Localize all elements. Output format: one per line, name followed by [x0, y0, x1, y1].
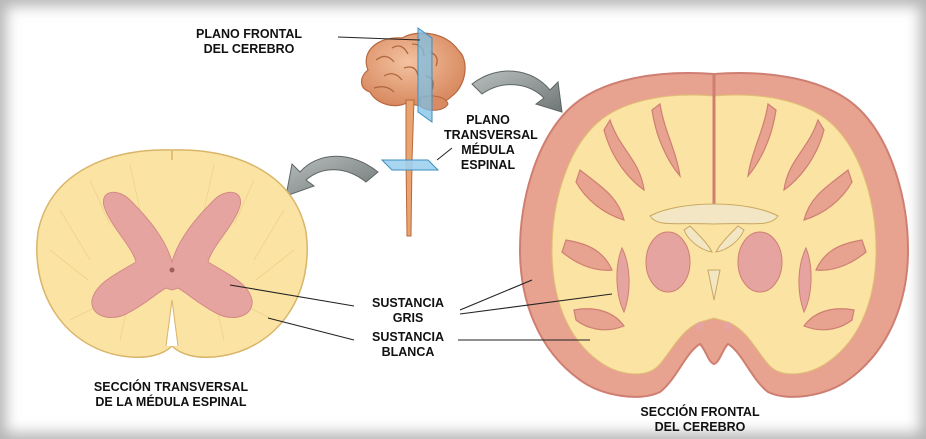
arrow-to-brain-section [472, 71, 562, 112]
label-transverse-plane: PLANO TRANSVERSAL MÉDULA ESPINAL [444, 113, 532, 173]
spinal-cord-section [37, 150, 307, 357]
label-frontal-plane: PLANO FRONTAL DEL CEREBRO [196, 27, 302, 57]
label-brain-section: SECCIÓN FRONTAL DEL CEREBRO [630, 405, 770, 435]
arrow-to-spinal-section [286, 156, 378, 196]
label-gray-matter: SUSTANCIA GRIS [360, 296, 456, 326]
label-spinal-section: SECCIÓN TRANSVERSAL DE LA MÉDULA ESPINAL [76, 380, 266, 410]
brain-frontal-section [520, 73, 908, 397]
transverse-plane-shape [382, 160, 438, 170]
frontal-plane-shape [418, 28, 432, 122]
label-white-matter: SUSTANCIA BLANCA [360, 330, 456, 360]
